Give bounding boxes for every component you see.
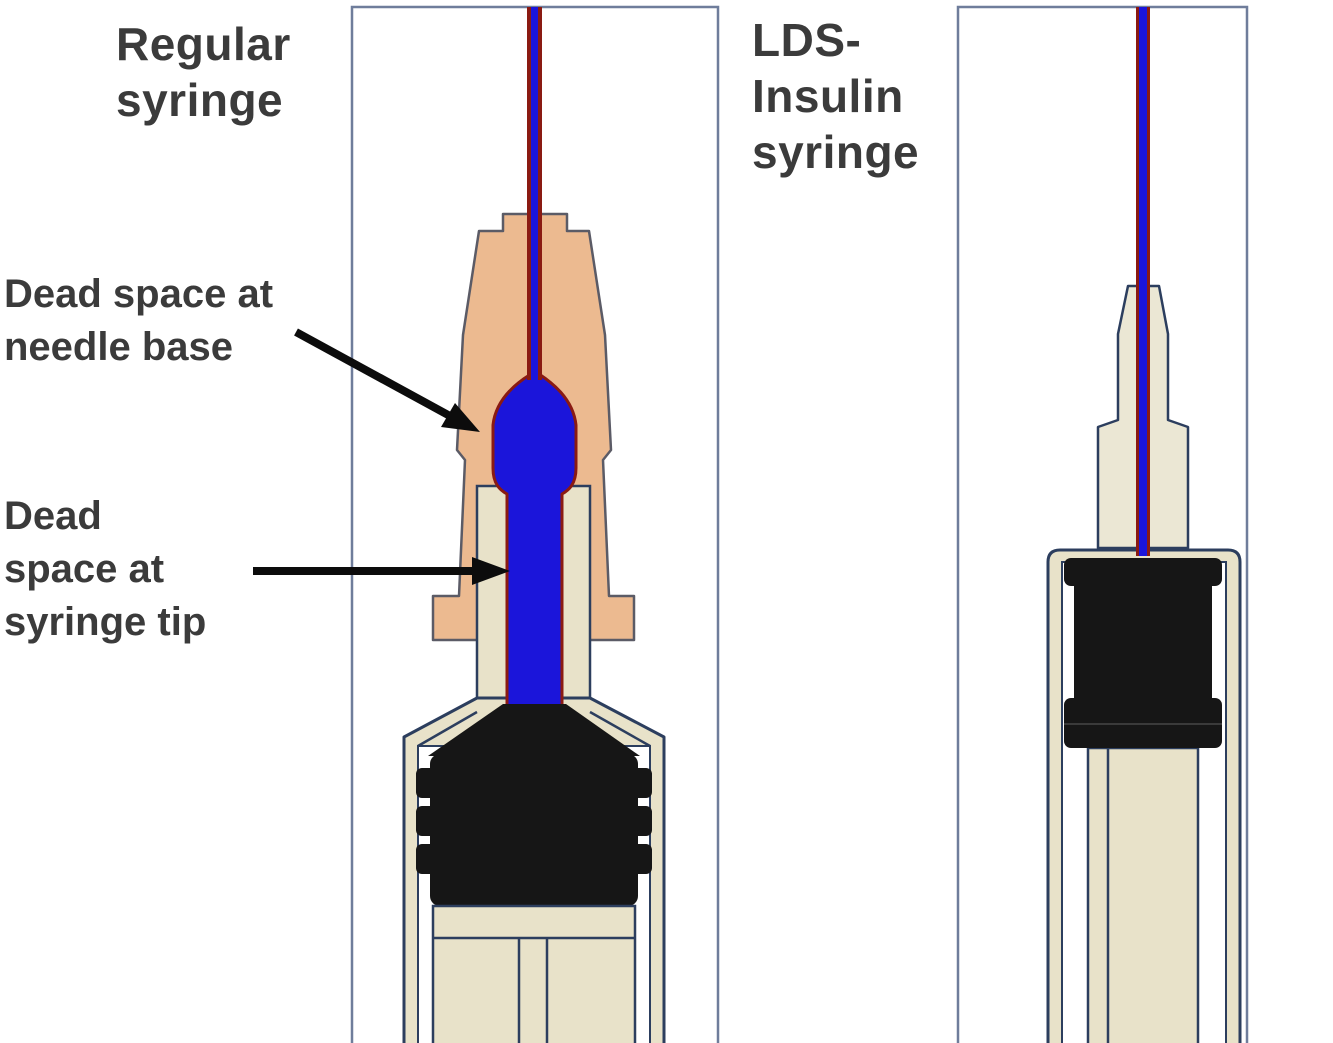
lds-plunger-stopper bbox=[1064, 558, 1222, 748]
dead-space-needle-base-label: Dead space at needle base bbox=[4, 272, 274, 370]
regular-needle-lumen bbox=[531, 7, 538, 380]
regular-syringe-panel bbox=[350, 5, 720, 1043]
plunger-rod-cross-lines bbox=[433, 936, 635, 1043]
dead-space-syringe-tip-label: Dead space at syringe tip bbox=[4, 494, 207, 645]
lds-stopper-body bbox=[1074, 580, 1212, 704]
lds-insulin-syringe-panel bbox=[956, 5, 1249, 1043]
syringe-tip-arrow-head bbox=[472, 557, 510, 585]
needle-base-arrow-shaft bbox=[294, 328, 452, 420]
stopper-rib bbox=[416, 844, 652, 874]
plunger-rod-body bbox=[431, 904, 637, 1043]
lds-needle-lumen bbox=[1139, 7, 1147, 556]
stopper-rib bbox=[416, 768, 652, 798]
lds-plunger-rod bbox=[1086, 746, 1200, 1043]
lds-insulin-syringe-title: LDS- Insulin syringe bbox=[752, 14, 920, 179]
stopper-top-dome bbox=[428, 704, 640, 756]
regular-barrel-inner-shoulder bbox=[417, 710, 651, 748]
regular-plunger-rod bbox=[431, 904, 637, 1043]
stopper-rib bbox=[416, 806, 652, 836]
lds-plunger-rod-body bbox=[1086, 746, 1200, 1043]
regular-syringe-title: Regular syringe bbox=[116, 18, 291, 127]
needle-base-arrow-head bbox=[441, 403, 480, 432]
regular-plunger-stopper bbox=[416, 704, 652, 906]
annotation-arrows bbox=[253, 328, 510, 585]
lds-stopper-top-lip bbox=[1064, 558, 1222, 586]
